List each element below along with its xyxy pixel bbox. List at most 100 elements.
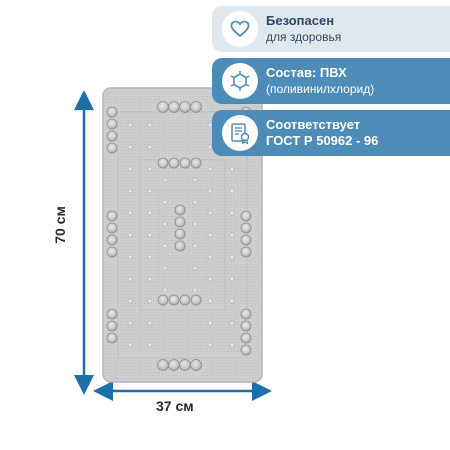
drain-hole (207, 276, 213, 282)
drain-hole (192, 221, 198, 227)
drain-hole (207, 298, 213, 304)
drain-hole (127, 166, 133, 172)
drain-hole (147, 122, 153, 128)
suction-cup (174, 240, 186, 252)
feature-badge-material: Состав: ПВХ (поливинилхлорид) (212, 58, 450, 104)
suction-cup (106, 234, 118, 246)
drain-hole (147, 144, 153, 150)
suction-cup (240, 344, 252, 356)
suction-cup (174, 228, 186, 240)
suction-cup (174, 204, 186, 216)
suction-cup (106, 130, 118, 142)
suction-cup (240, 332, 252, 344)
certificate-icon (222, 115, 258, 151)
drain-hole (127, 122, 133, 128)
drain-hole (147, 276, 153, 282)
bath-mat (102, 87, 263, 383)
drain-hole (192, 243, 198, 249)
drain-hole (192, 177, 198, 183)
badge-title: Состав: ПВХ (266, 65, 347, 80)
suction-cup (106, 222, 118, 234)
suction-cup (179, 294, 191, 306)
drain-hole (162, 177, 168, 183)
drain-hole (192, 287, 198, 293)
drain-hole (127, 254, 133, 260)
suction-cup (190, 294, 202, 306)
drain-hole (127, 144, 133, 150)
badge-subtitle: для здоровья (266, 30, 342, 44)
suction-cup (106, 320, 118, 332)
suction-cup (106, 142, 118, 154)
drain-hole (162, 243, 168, 249)
drain-hole (207, 210, 213, 216)
suction-cup (179, 101, 191, 113)
drain-hole (147, 166, 153, 172)
drain-hole (147, 320, 153, 326)
suction-cup (190, 101, 202, 113)
suction-cup (106, 118, 118, 130)
suction-cup (240, 308, 252, 320)
suction-cup (168, 294, 180, 306)
drain-hole (207, 166, 213, 172)
suction-cup (157, 101, 169, 113)
drain-hole (147, 342, 153, 348)
suction-cup (174, 216, 186, 228)
drain-hole (207, 342, 213, 348)
suction-cup (168, 101, 180, 113)
suction-cup (106, 210, 118, 222)
suction-cup (168, 157, 180, 169)
suction-cup (240, 246, 252, 258)
drain-hole (207, 254, 213, 260)
drain-hole (147, 254, 153, 260)
drain-hole (147, 210, 153, 216)
suction-cup (190, 359, 202, 371)
drain-hole (162, 199, 168, 205)
drain-hole (229, 166, 235, 172)
drain-hole (229, 188, 235, 194)
badge-title: Соответствует (266, 117, 361, 132)
suction-cup (179, 359, 191, 371)
suction-cup (106, 246, 118, 258)
drain-hole (229, 254, 235, 260)
drain-hole (147, 298, 153, 304)
drain-hole (127, 276, 133, 282)
suction-cup (157, 157, 169, 169)
drain-hole (127, 342, 133, 348)
drain-hole (192, 199, 198, 205)
drain-hole (229, 232, 235, 238)
suction-cup (240, 210, 252, 222)
drain-hole (229, 320, 235, 326)
drain-hole (162, 265, 168, 271)
feature-badge-safety: Безопасен для здоровья (212, 6, 450, 52)
feature-badge-certificate: Соответствует ГОСТ Р 50962 - 96 (212, 110, 450, 156)
drain-hole (127, 320, 133, 326)
drain-hole (192, 265, 198, 271)
badge-subtitle: (поливинилхлорид) (266, 82, 375, 96)
heart-icon (222, 11, 258, 47)
drain-hole (229, 342, 235, 348)
drain-hole (127, 210, 133, 216)
suction-cup (157, 294, 169, 306)
suction-cup (106, 308, 118, 320)
suction-cup (106, 106, 118, 118)
suction-cup (106, 332, 118, 344)
width-label: 37 см (156, 398, 194, 414)
drain-hole (127, 188, 133, 194)
suction-cup (190, 157, 202, 169)
drain-hole (229, 276, 235, 282)
drain-hole (207, 188, 213, 194)
drain-hole (162, 221, 168, 227)
badge-subtitle: ГОСТ Р 50962 - 96 (266, 133, 379, 148)
suction-cup (240, 320, 252, 332)
drain-hole (162, 287, 168, 293)
drain-hole (127, 232, 133, 238)
drain-hole (229, 210, 235, 216)
height-label: 70 см (52, 206, 68, 244)
badge-title: Безопасен (266, 13, 335, 28)
suction-cup (157, 359, 169, 371)
drain-hole (147, 232, 153, 238)
drain-hole (207, 232, 213, 238)
suction-cup (240, 234, 252, 246)
